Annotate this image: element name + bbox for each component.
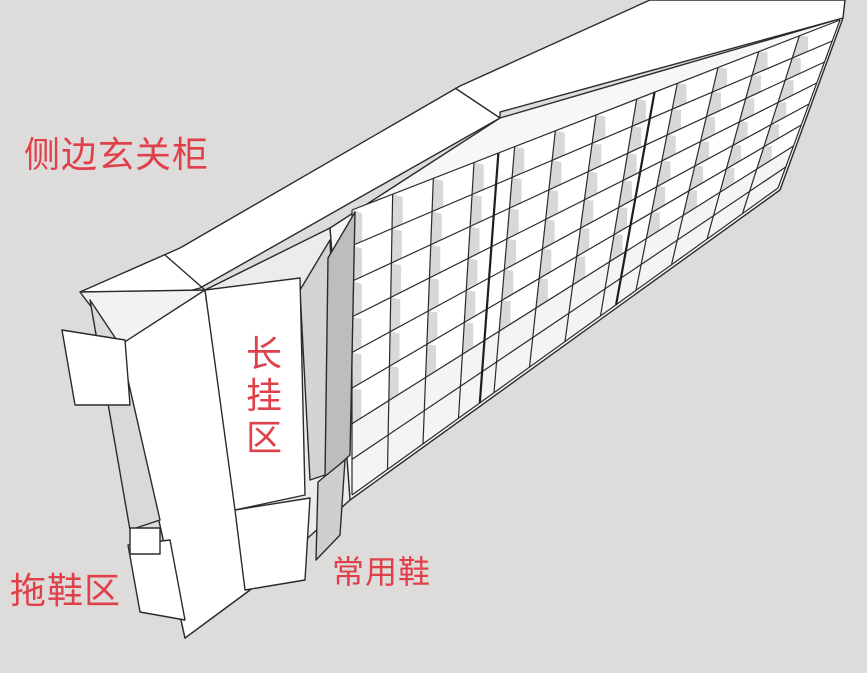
- shelf-cell: [387, 410, 425, 470]
- shelf-cell-shadow: [506, 208, 519, 239]
- shelf-board: [351, 145, 794, 425]
- shelf-cell: [388, 377, 426, 436]
- shelf-cell: [424, 354, 463, 411]
- shelf-cell-shadow: [428, 277, 439, 312]
- common-shoes-door-tall: [324, 211, 356, 479]
- shelf-cell-shadow: [656, 160, 671, 187]
- shelf-cell-shadow: [706, 92, 721, 117]
- shelf-cell-shadow: [352, 352, 362, 389]
- shelf-cell-shadow: [389, 331, 400, 367]
- shelf-cell: [458, 361, 497, 419]
- shelf-cell-shadow: [501, 269, 514, 301]
- shelf-cell: [636, 240, 678, 291]
- shelf-cell-shadow: [388, 366, 399, 401]
- shelf-cell-shadow: [429, 244, 441, 278]
- common-shoes-door-bottom: [315, 459, 346, 561]
- shelf-cell: [352, 435, 389, 495]
- shelf-cell: [352, 194, 393, 246]
- shelf-board: [351, 82, 818, 318]
- shelf-board: [351, 124, 802, 389]
- shelf-cell-shadow: [752, 51, 768, 76]
- shelf-cell-shadow: [614, 207, 628, 235]
- shelf-cell-shadow: [504, 238, 517, 270]
- shelf-cell-shadow: [352, 316, 362, 353]
- shelf-cell: [423, 386, 461, 444]
- shelf-cell-shadow: [545, 189, 559, 220]
- shelf-cell: [671, 215, 714, 265]
- shelf-cell-shadow: [672, 83, 687, 110]
- long-hanging-area-label: 长挂区: [246, 334, 283, 459]
- slipper-area-label: 拖鞋区: [10, 571, 122, 612]
- shelf-cell-shadow: [667, 109, 682, 136]
- cabinet-section-seam: [478, 152, 500, 403]
- shelf-cell-shadow: [464, 290, 476, 323]
- shelf-cell-shadow: [548, 160, 562, 190]
- shelf-cell-shadow: [512, 146, 525, 178]
- shelf-cell-shadow: [425, 344, 436, 378]
- shelf-cell-shadow: [392, 194, 403, 229]
- shelf-cell: [532, 284, 573, 338]
- shelf-cell: [742, 167, 786, 214]
- shelf-cell-shadow: [472, 162, 484, 195]
- shelf-cell-shadow: [432, 178, 444, 212]
- shelf-cell: [605, 238, 647, 289]
- shelf-cell-shadow: [661, 135, 676, 161]
- shelf-cell-shadow: [700, 116, 716, 142]
- shelf-board: [351, 40, 833, 247]
- shelf-cell: [641, 215, 684, 265]
- shelf-cell: [713, 169, 757, 216]
- shelf-board: [351, 166, 787, 460]
- shelf-cell-shadow: [623, 153, 637, 181]
- shelf-cell: [352, 331, 391, 389]
- shelf-cell-shadow: [509, 177, 522, 209]
- shelf-board: [351, 19, 841, 211]
- shelf-cell: [749, 146, 794, 192]
- shelf-cell: [565, 288, 606, 342]
- shelf-cell-shadow: [499, 300, 511, 332]
- shelf-cell-shadow: [618, 180, 632, 208]
- shelf-cell: [494, 337, 533, 393]
- shelf-cell-shadow: [390, 297, 401, 332]
- cabinet-section-seam: [615, 92, 656, 305]
- shelf-cell-shadow: [542, 219, 555, 249]
- common-shoes-door-lower: [234, 497, 311, 591]
- shelf-cell-shadow: [468, 226, 480, 259]
- shelf-cell: [460, 331, 500, 387]
- shelf-cell-shadow: [470, 194, 482, 227]
- shelf-board: [351, 103, 810, 354]
- shelf-cell: [707, 191, 750, 240]
- shelf-cell-shadow: [712, 67, 727, 93]
- shelf-cell-shadow: [552, 130, 565, 161]
- top-seam: [164, 254, 206, 291]
- shelf-cell-shadow: [466, 258, 478, 291]
- shelf-cell-shadow: [390, 262, 402, 298]
- shelf-cell: [529, 313, 569, 368]
- shelf-board: [351, 61, 825, 282]
- shelf-cell-shadow: [352, 281, 362, 317]
- shelf-cell-shadow: [391, 228, 402, 263]
- shelf-cell: [352, 366, 390, 424]
- shelf-cell: [496, 308, 536, 362]
- shelf-cell-shadow: [430, 211, 442, 245]
- shelf-cell-shadow: [426, 311, 438, 345]
- shelf-cell: [677, 192, 720, 241]
- common-shoes-label: 常用鞋: [332, 553, 432, 591]
- shelf-board: [351, 187, 779, 496]
- shelf-cell: [352, 297, 391, 353]
- slipper-drawer: [129, 527, 161, 555]
- side-entry-cabinet-label: 侧边玄关柜: [24, 135, 210, 176]
- shoe-shelf-grid: [351, 19, 841, 496]
- long-hanging-door-left: [204, 277, 306, 511]
- shelf-cell: [352, 262, 392, 317]
- top-seam: [454, 87, 501, 119]
- side-door-upper-open: [61, 329, 131, 406]
- shelf-cell-shadow: [462, 322, 474, 355]
- shelf-cell: [568, 261, 610, 314]
- shelf-cell-shadow: [352, 388, 362, 424]
- shelf-cell: [352, 400, 389, 460]
- shelf-cell: [600, 264, 642, 316]
